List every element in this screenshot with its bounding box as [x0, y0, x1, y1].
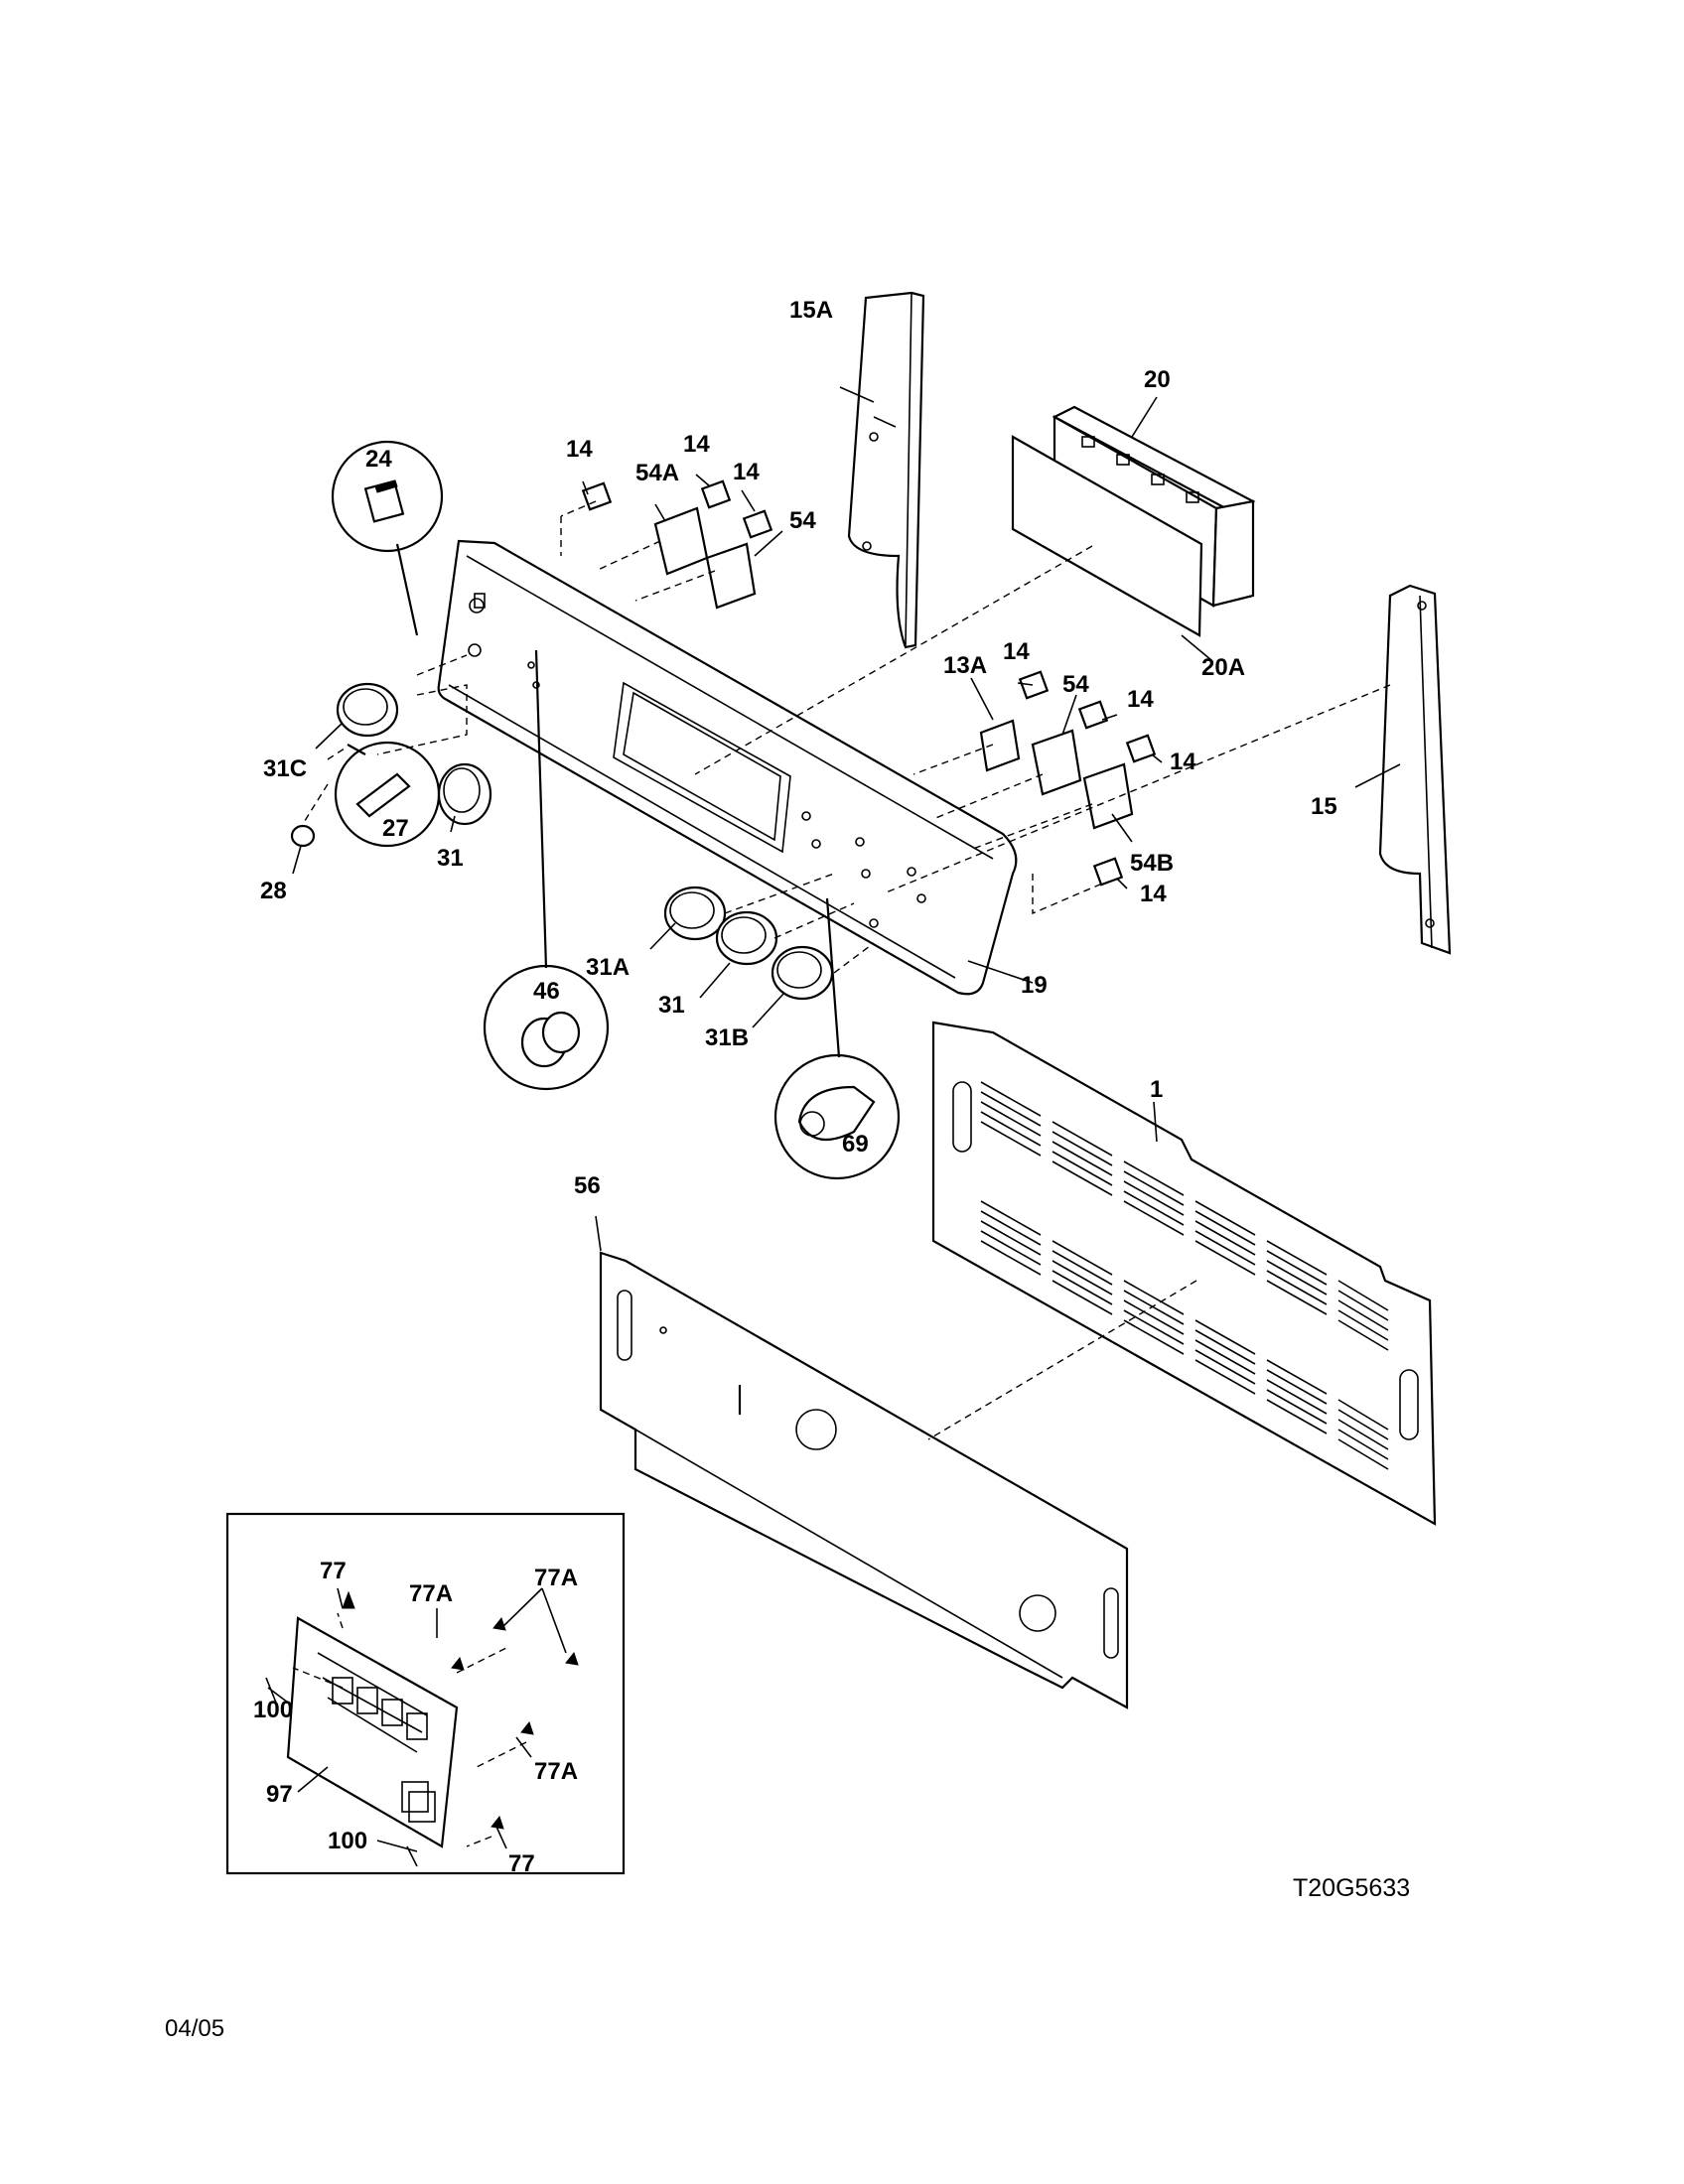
callout-24-circle [331, 440, 444, 553]
label-54-b: 54 [1062, 671, 1089, 698]
label-100-bottom: 100 [328, 1828, 367, 1854]
label-54A: 54A [635, 460, 679, 486]
label-31B: 31B [705, 1024, 749, 1051]
end-cap-bracket-15A [847, 291, 925, 649]
label-31-center: 31 [658, 992, 685, 1019]
label-54B: 54B [1130, 850, 1174, 877]
label-100-left: 100 [253, 1697, 293, 1723]
callout-27-circle [334, 741, 441, 848]
label-97: 97 [266, 1781, 293, 1808]
overlay-20A [1011, 435, 1203, 637]
label-14-d: 14 [1003, 638, 1030, 665]
cap-28 [290, 824, 316, 848]
label-24: 24 [365, 446, 392, 473]
date-code: 04/05 [165, 2015, 225, 2042]
part-labels: 1 13A 14 14 14 14 14 14 14 15 15A 19 20 … [253, 297, 1337, 1877]
knob-31A [663, 886, 727, 941]
knob-31C [336, 682, 399, 738]
label-20A: 20A [1201, 654, 1245, 681]
label-54-a: 54 [789, 507, 816, 534]
vent-slots [980, 1081, 1389, 1470]
rear-panel-1 [931, 1021, 1437, 1526]
leader-lines [267, 386, 1401, 1852]
control-panel-19 [437, 539, 1018, 996]
label-77A-top-left: 77A [409, 1580, 453, 1607]
callout-69-circle [773, 1053, 901, 1180]
label-77A-right: 77A [534, 1758, 578, 1785]
label-46: 46 [533, 978, 560, 1005]
label-14-g: 14 [1140, 881, 1167, 907]
lower-panel-56 [599, 1251, 1129, 1709]
knob-31-left [437, 762, 492, 826]
label-77A-top-right: 77A [534, 1565, 578, 1591]
label-31-left: 31 [437, 845, 464, 872]
label-31C: 31C [263, 755, 307, 782]
label-20: 20 [1144, 366, 1171, 393]
label-14-f: 14 [1170, 749, 1196, 775]
label-14-b: 14 [683, 431, 710, 458]
label-19: 19 [1021, 972, 1048, 999]
inset-box-control-board [225, 1512, 626, 1875]
label-15: 15 [1311, 793, 1337, 820]
end-cap-bracket-15 [1378, 584, 1452, 955]
label-13A: 13A [943, 652, 987, 679]
label-27: 27 [382, 815, 409, 842]
label-15A: 15A [789, 297, 833, 324]
knob-31-center [715, 910, 778, 966]
label-31A: 31A [586, 954, 630, 981]
label-56: 56 [574, 1172, 601, 1199]
label-28: 28 [260, 878, 287, 904]
switches-and-infinite-switches [581, 479, 1157, 887]
knob-31B [771, 945, 834, 1001]
label-77-bottom: 77 [508, 1850, 535, 1877]
assembly-lines [292, 500, 1391, 1847]
label-69: 69 [842, 1131, 869, 1158]
label-14-c: 14 [733, 459, 760, 485]
label-14-e: 14 [1127, 686, 1154, 713]
drawing-code: T20G5633 [1293, 1874, 1411, 1902]
label-77-top: 77 [320, 1558, 347, 1584]
label-1: 1 [1150, 1076, 1163, 1103]
label-14-a: 14 [566, 436, 593, 463]
